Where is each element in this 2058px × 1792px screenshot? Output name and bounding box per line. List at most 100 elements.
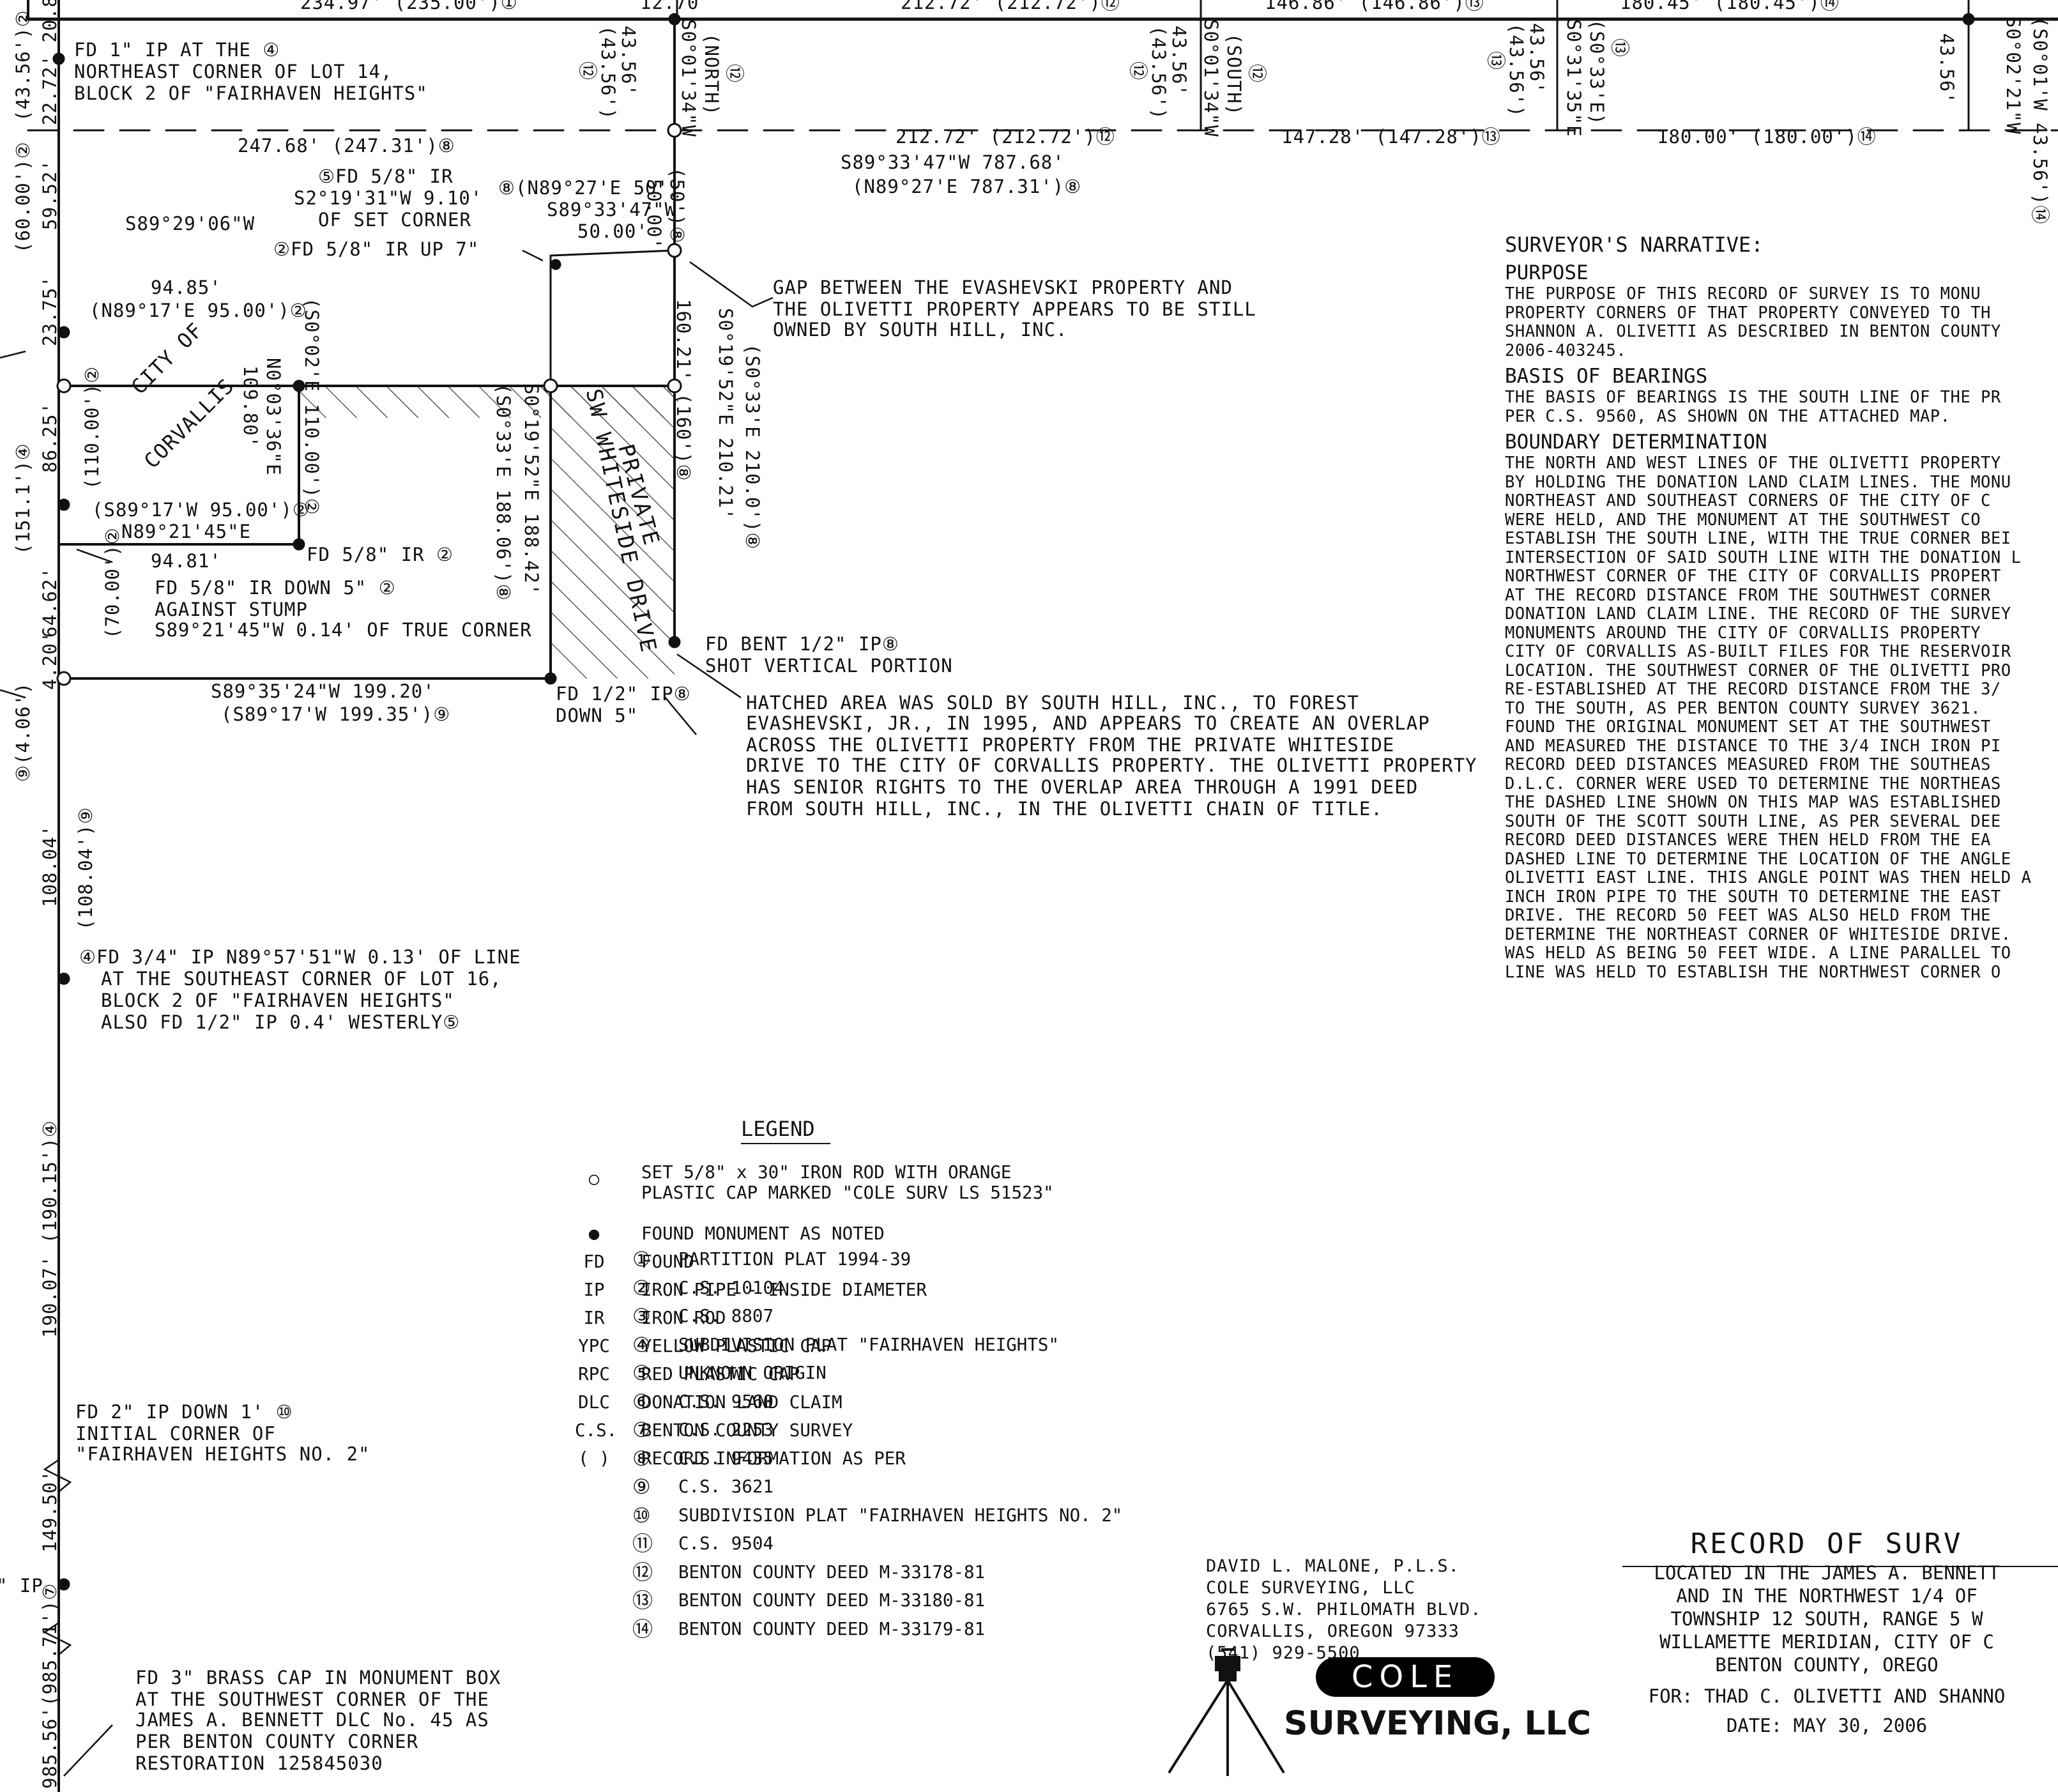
reference-text: C.S. 9560 bbox=[678, 1391, 774, 1412]
set-monument bbox=[56, 671, 72, 686]
leader-west-2 bbox=[0, 689, 26, 699]
c4-2: S0°02'21"W bbox=[2002, 17, 2024, 135]
west-d: 59.52' bbox=[39, 159, 61, 230]
legend-text: SET 5/8" x 30" IRON ROD WITH ORANGE bbox=[641, 1162, 1012, 1183]
fd2-c: "FAIRHAVEN HEIGHTS NO. 2" bbox=[75, 1443, 370, 1465]
fd12-b: DOWN 5" bbox=[556, 705, 639, 726]
legend-text: IRON PIPE - INSIDE DIAMETER bbox=[641, 1280, 927, 1300]
fd58ir: FD 5/8" IR ② bbox=[307, 544, 454, 565]
boundary-line: D.L.C. CORNER WERE USED TO DETERMINE THE… bbox=[1505, 774, 2001, 793]
mid-5: (SOUTH) bbox=[1223, 33, 1245, 116]
boundary-line: THE DASHED LINE SHOWN ON THIS MAP WAS ES… bbox=[1505, 793, 2001, 812]
boundary-line: TO THE SOUTH, AS PER BENTON COUNTY SURVE… bbox=[1505, 698, 1981, 718]
break-2 bbox=[43, 1621, 72, 1655]
narrative-title: SURVEYOR'S NARRATIVE: bbox=[1505, 233, 1764, 257]
fd12-a: FD 1/2" IP⑧ bbox=[556, 683, 691, 705]
legend-text: BENTON COUNTY SURVEY bbox=[641, 1420, 853, 1441]
boundary-line: BY HOLDING THE DONATION LAND CLAIM LINES… bbox=[1505, 472, 2011, 492]
ip-left: " IP bbox=[0, 1575, 43, 1597]
reference-number: ⑥ bbox=[632, 1389, 651, 1414]
boundary-line: MONUMENTS AROUND THE CITY OF CORVALLIS P… bbox=[1505, 623, 1981, 643]
lot-e3: ⑫ bbox=[577, 61, 598, 81]
found-monument bbox=[293, 538, 305, 551]
mid-2: (43.56') bbox=[1148, 26, 1170, 120]
c3-3: ⑬ bbox=[1485, 51, 1507, 71]
leader-hatch bbox=[676, 653, 742, 699]
north-3: ⑫ bbox=[724, 64, 745, 84]
surveyor-line: CORVALLIS, OREGON 97333 bbox=[1206, 1621, 1460, 1641]
s8917a: (S89°17'W 95.00')② bbox=[92, 499, 310, 521]
fd58down-c: S89°21'45"W 0.14' OF TRUE CORNER bbox=[155, 619, 532, 641]
boundary-line: LOCATION. THE SOUTHWEST CORNER OF THE OL… bbox=[1505, 661, 2011, 680]
reference-text: UNKNOWN ORIGIN bbox=[678, 1363, 827, 1383]
c3-4: S0°31'35"E bbox=[1563, 19, 1585, 137]
west-a: (43.56')② bbox=[12, 10, 34, 121]
leader-fd3 bbox=[63, 1724, 113, 1777]
leader-stump bbox=[76, 548, 113, 563]
fd3-c: JAMES A. BENNETT DLC No. 45 AS bbox=[135, 1709, 489, 1731]
reference-number: ⑪ bbox=[632, 1531, 653, 1556]
reference-number: ⑦ bbox=[632, 1418, 651, 1442]
dash2: 212.72' (212.72')⑫ bbox=[896, 126, 1115, 148]
title-block-title: RECORD OF SURV bbox=[1690, 1528, 1963, 1560]
dash1: 247.68' (247.31')⑧ bbox=[238, 135, 455, 157]
set-monument bbox=[543, 378, 558, 394]
reference-text: PARTITION PLAT 1994-39 bbox=[678, 1249, 911, 1269]
leader-gap bbox=[689, 261, 774, 308]
boundary-line: AND MEASURED THE DISTANCE TO THE 3/4 INC… bbox=[1505, 736, 2001, 756]
top-seg1: 234.97' (235.00')① bbox=[300, 0, 518, 13]
west-j: 64.62' bbox=[39, 567, 61, 638]
s8917b: (S89°17'W 199.35')⑨ bbox=[221, 703, 451, 725]
reference-text: C.S. 10104 bbox=[678, 1277, 784, 1298]
boundary-line: RECORD DEED DISTANCES MEASURED FROM THE … bbox=[1505, 755, 1991, 774]
drive-3: (S0°33'E 210.0')⑧ bbox=[742, 344, 763, 550]
boundary-body: THE NORTH AND WEST LINES OF THE OLIVETTI… bbox=[1505, 454, 2054, 982]
corv-3: 109.80' bbox=[240, 365, 261, 448]
boundary-line: NORTHWEST CORNER OF THE CITY OF CORVALLI… bbox=[1505, 567, 2001, 586]
reference-text: C.S. 9435 bbox=[678, 1448, 774, 1469]
reference-text: SUBDIVISION PLAT "FAIRHAVEN HEIGHTS" bbox=[678, 1334, 1060, 1355]
top-seg3: 146.86' (146.86')⑬ bbox=[1265, 0, 1484, 13]
corv-1: (S0°02'E 110.00')② bbox=[301, 298, 323, 516]
west-b: 22.72' 20.84' bbox=[39, 0, 61, 125]
gap-a: GAP BETWEEN THE EVASHEVSKI PROPERTY AND bbox=[773, 277, 1233, 298]
legend-symbol: ● bbox=[588, 1223, 600, 1244]
found-monument bbox=[57, 972, 70, 985]
reference-text: BENTON COUNTY DEED M-33179-81 bbox=[678, 1618, 986, 1639]
boundary-line: DASHED LINE TO DETERMINE THE LOCATION OF… bbox=[1505, 849, 2011, 869]
reference-text: C.S. 8807 bbox=[678, 1306, 774, 1326]
boundary-line: DETERMINE THE NORTHEAST CORNER OF WHITES… bbox=[1505, 924, 2011, 944]
west-m: 108.04' bbox=[39, 824, 61, 907]
c3-1: 43.56' bbox=[1526, 23, 1548, 94]
boundary-line: DRIVE. THE RECORD 50 FEET WAS ALSO HELD … bbox=[1505, 906, 1991, 925]
legend-text: RECORD INFORMATION AS PER bbox=[641, 1448, 906, 1469]
found-monument bbox=[668, 636, 681, 648]
legend-symbol: IP bbox=[583, 1280, 605, 1300]
hatch-c: ACROSS THE OLIVETTI PROPERTY FROM THE PR… bbox=[746, 734, 1395, 756]
legend-symbol: IR bbox=[583, 1308, 605, 1328]
boundary-line: OLIVETTI EAST LINE. THIS ANGLE POINT WAS… bbox=[1505, 868, 2032, 887]
boundary-line: WAS HELD AS BEING 50 FEET WIDE. A LINE P… bbox=[1505, 944, 2011, 963]
title-line: WILLAMETTE MERIDIAN, CITY OF C bbox=[1659, 1631, 1994, 1653]
west-o: 190.07' (190.15')④ bbox=[39, 1120, 61, 1338]
top-seg-small: 12.70 bbox=[640, 0, 699, 13]
fd1-a: FD 1" IP AT THE ④ bbox=[74, 39, 280, 61]
title-line: TOWNSHIP 12 SOUTH, RANGE 5 W bbox=[1670, 1608, 1983, 1630]
fd34-c: BLOCK 2 OF "FAIRHAVEN HEIGHTS" bbox=[101, 990, 455, 1011]
set-monument bbox=[56, 378, 72, 394]
boundary-line: LINE WAS HELD TO ESTABLISH THE NORTHWEST… bbox=[1505, 962, 2001, 982]
legend-symbol: YPC bbox=[578, 1336, 610, 1356]
c4-1: 43.56' bbox=[1936, 33, 1958, 104]
dash3: 147.28' (147.28')⑬ bbox=[1281, 126, 1501, 148]
c3-6: ⑬ bbox=[1609, 38, 1631, 58]
bearings-body: THE BASIS OF BEARINGS IS THE SOUTH LINE … bbox=[1505, 388, 2054, 426]
fd3-e: RESTORATION 125845030 bbox=[135, 1752, 383, 1774]
fd58down-b: AGAINST STUMP bbox=[155, 599, 308, 620]
fd3-d: PER BENTON COUNTY CORNER bbox=[135, 1731, 419, 1752]
fd5-b: S2°19'31"W 9.10' bbox=[294, 187, 483, 209]
west-h: (151.1')④ bbox=[12, 443, 34, 555]
west-c: (60.00')② bbox=[12, 141, 34, 253]
lot-e1: 43.56' bbox=[618, 26, 639, 96]
hatch-b: EVASHEVSKI, JR., IN 1995, AND APPEARS TO… bbox=[746, 712, 1430, 734]
